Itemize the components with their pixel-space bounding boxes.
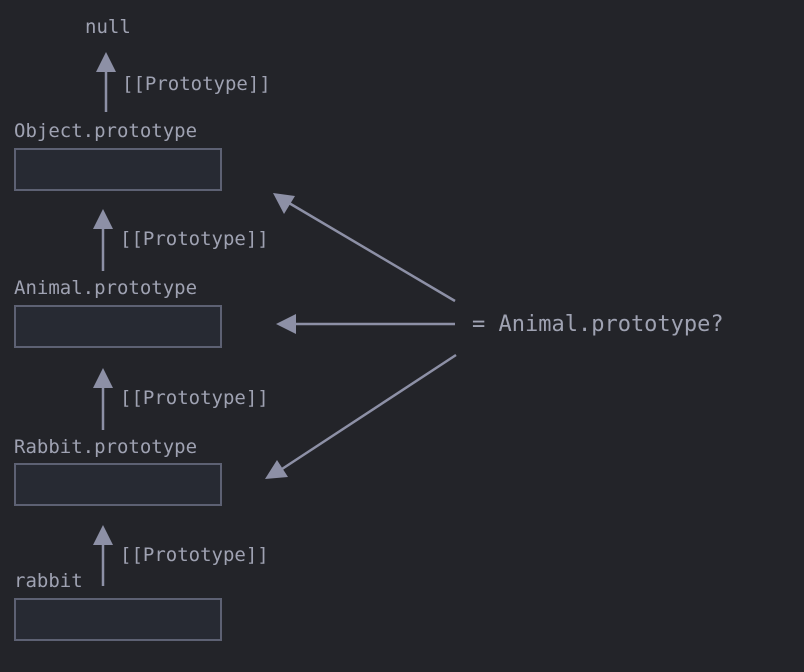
animal-prototype-label: Animal.prototype [14, 277, 197, 299]
object-prototype-box [14, 148, 222, 191]
proto-label-object: [[Prototype]] [122, 73, 271, 95]
animal-prototype-box [14, 305, 222, 348]
question-arrow-to-animal [276, 314, 455, 334]
question-arrow-to-object [273, 193, 456, 303]
rabbit-prototype-label: Rabbit.prototype [14, 436, 197, 458]
question-arrow-to-rabbit-prototype [265, 353, 457, 479]
proto-arrow-rabbit-to-animal [93, 368, 113, 430]
proto-label-animal: [[Prototype]] [120, 228, 269, 250]
proto-arrow-animal-to-object [93, 209, 113, 271]
null-label: null [85, 16, 131, 38]
rabbit-label: rabbit [14, 570, 83, 592]
question-label: = Animal.prototype? [472, 312, 724, 337]
object-prototype-label: Object.prototype [14, 120, 197, 142]
rabbit-prototype-box [14, 463, 222, 506]
proto-label-rabbit: [[Prototype]] [120, 544, 269, 566]
proto-arrow-rabbit-instance [93, 525, 113, 586]
rabbit-box [14, 598, 222, 641]
proto-label-rabbit-prototype: [[Prototype]] [120, 387, 269, 409]
proto-arrow-object-to-null [96, 52, 116, 112]
